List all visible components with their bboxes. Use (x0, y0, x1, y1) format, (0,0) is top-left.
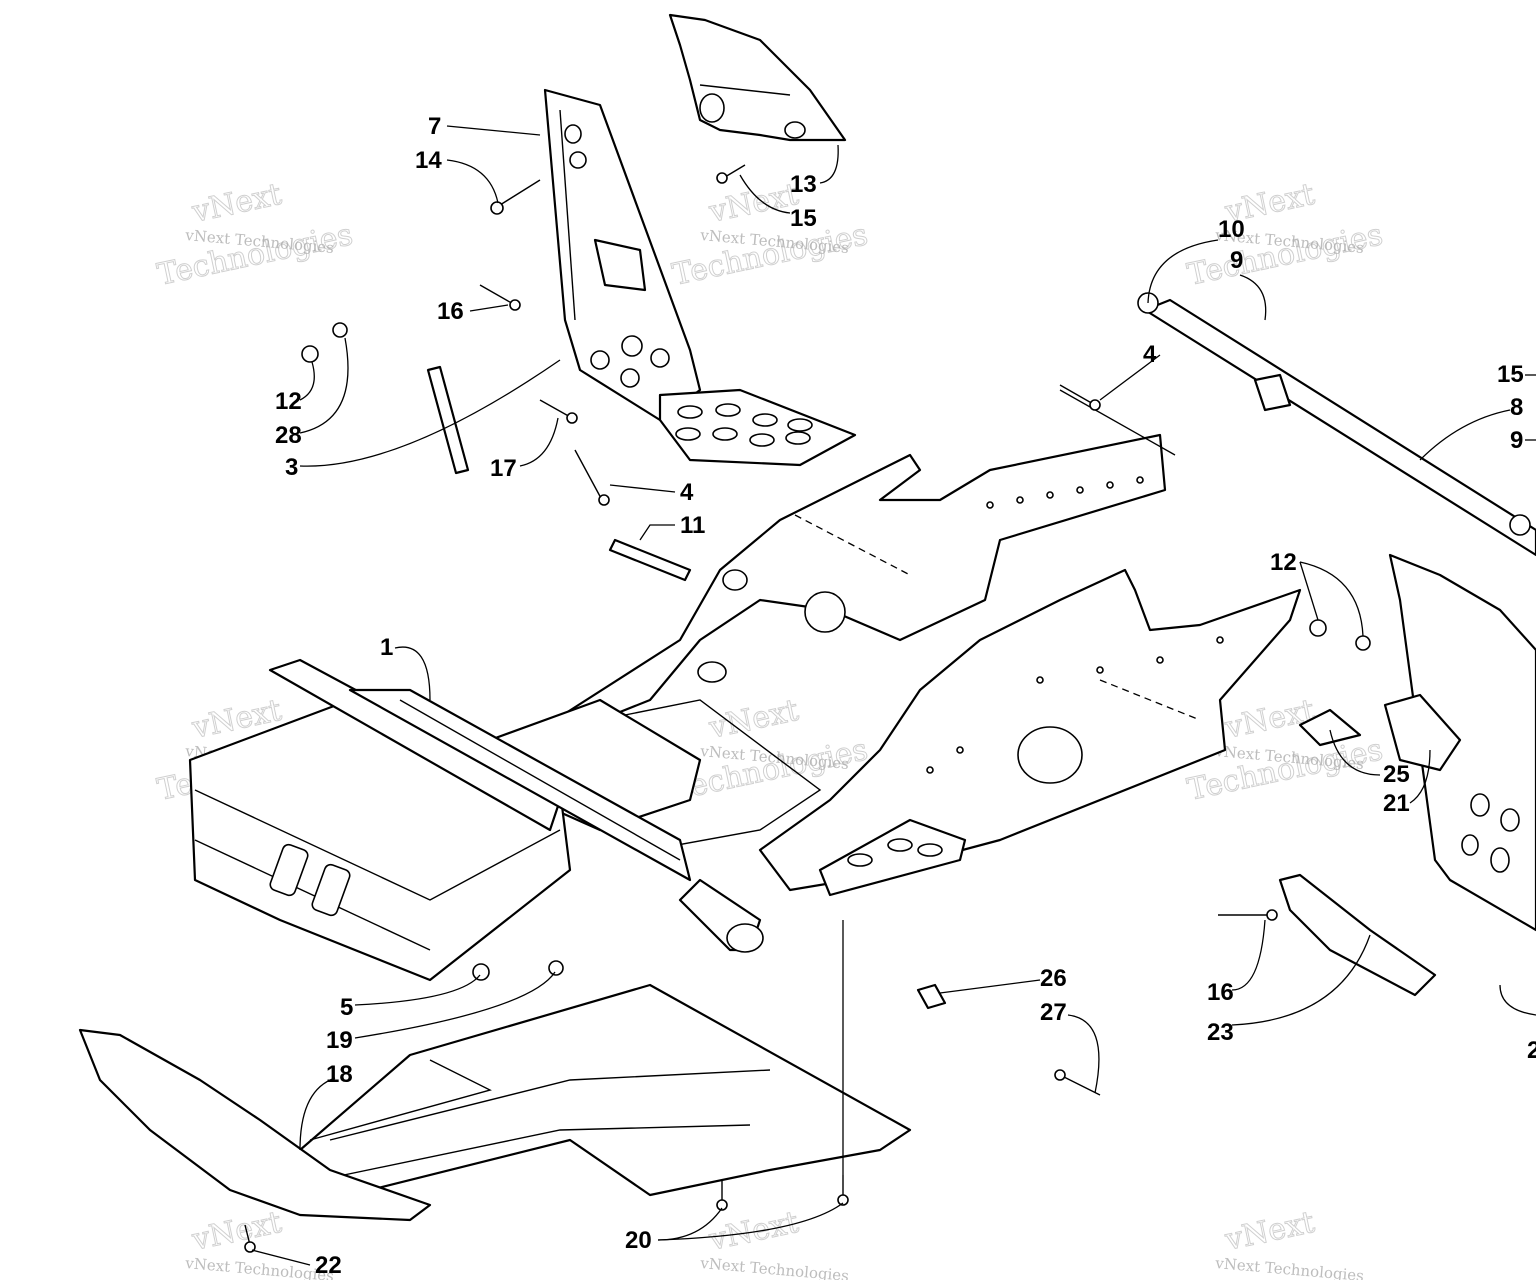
rivet-holes (926, 476, 1224, 774)
callout-22: 22 (315, 1252, 342, 1279)
callout-4-right: 4 (1143, 341, 1157, 368)
steering-support-bracket (543, 88, 857, 467)
callout-13: 13 (790, 171, 817, 198)
callout-21: 21 (1383, 790, 1410, 817)
watermark-line2: vNext Technologies (1214, 1254, 1365, 1280)
callout-26: 26 (1040, 965, 1067, 992)
watermark-2: vNext vNext Technologies Technologies (669, 176, 871, 293)
rear-support-tube (1137, 292, 1536, 557)
callout-11: 11 (680, 512, 705, 539)
callout-4-left: 4 (680, 479, 694, 506)
callout-16-right: 16 (1207, 979, 1234, 1006)
leader-lines (251, 125, 1536, 1266)
callouts: 1 3 4 4 5 7 8 9 9 10 11 12 12 13 14 15 1… (275, 113, 1536, 1279)
callout-19: 19 (326, 1027, 353, 1054)
steering-cover (668, 13, 847, 142)
watermark-line2: vNext Technologies (699, 1254, 850, 1280)
callout-15-top: 15 (790, 205, 817, 232)
callout-28: 28 (275, 422, 302, 449)
callout-9-top: 9 (1230, 247, 1243, 274)
callout-25: 25 (1383, 761, 1410, 788)
callout-18: 18 (326, 1061, 353, 1088)
main-chassis-frame (188, 389, 1302, 982)
callout-23: 23 (1207, 1019, 1234, 1046)
callout-14: 14 (415, 147, 442, 174)
watermark-line1: vNext (705, 693, 801, 746)
watermark-line2: vNext Technologies (184, 1254, 335, 1280)
right-side-plate (1278, 553, 1536, 997)
callout-17: 17 (490, 455, 517, 482)
watermark-line3: Technologies (669, 217, 870, 293)
callout-8: 8 (1510, 394, 1523, 421)
watermark-line3: Technologies (1184, 217, 1385, 293)
watermark-3: vNext vNext Technologies Technologies (1184, 176, 1386, 293)
callout-10: 10 (1218, 216, 1245, 243)
callout-27: 27 (1040, 999, 1067, 1026)
callout-12-right: 12 (1270, 549, 1297, 576)
callout-1: 1 (380, 634, 393, 661)
watermark-1: vNext vNext Technologies Technologies (154, 176, 356, 293)
watermark-line1: vNext (1221, 1205, 1317, 1258)
callout-7: 7 (428, 113, 441, 140)
hardware-items (244, 164, 1371, 1253)
callout-9-right: 9 (1510, 427, 1523, 454)
callout-15-right: 15 (1497, 361, 1524, 388)
callout-12-left: 12 (275, 388, 302, 415)
watermark-line3: Technologies (154, 217, 355, 293)
watermark-line1: vNext (705, 177, 801, 230)
belly-pan (298, 983, 912, 1202)
callout-20: 20 (625, 1227, 652, 1254)
watermark-9: vNext vNext Technologies (1214, 1204, 1365, 1280)
watermark-8: vNext vNext Technologies (699, 1204, 850, 1280)
callout-3: 3 (285, 454, 298, 481)
callout-16-left: 16 (437, 298, 464, 325)
front-skid-plate (78, 1028, 432, 1222)
watermark-line1: vNext (1221, 693, 1317, 746)
watermark-line1: vNext (188, 1205, 284, 1258)
callout-5: 5 (340, 994, 353, 1021)
callout-2-partial: 2 (1527, 1037, 1536, 1064)
watermark-line1: vNext (188, 177, 284, 230)
